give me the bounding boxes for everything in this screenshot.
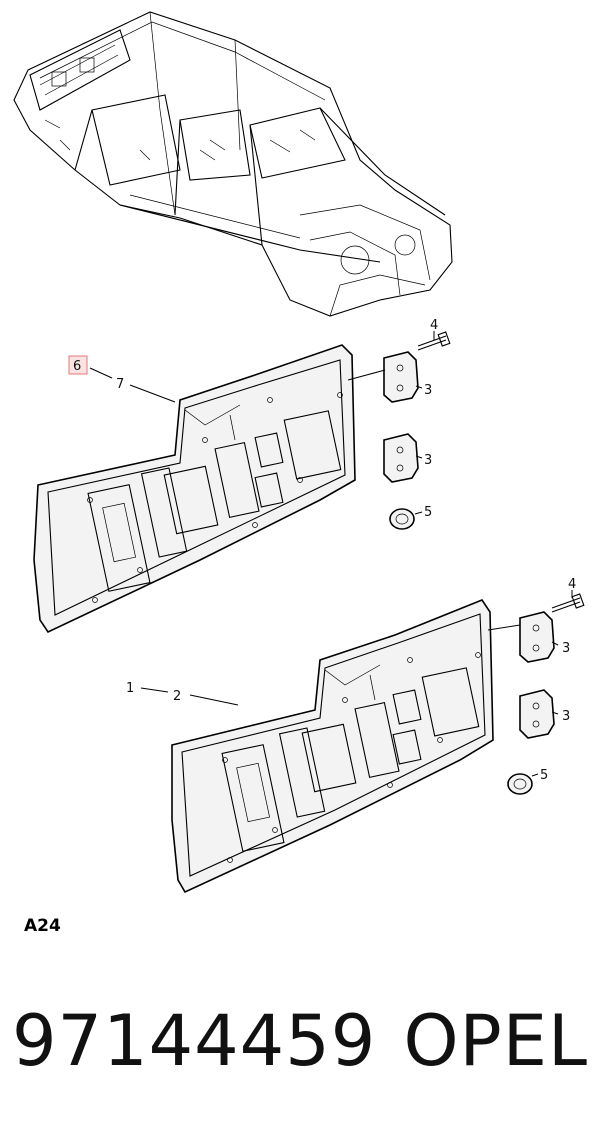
parts-diagram: 6 7 4 3 3 5 1 2 4 3 3 5 (13, 11, 585, 894)
callout-5-lower: 5 (540, 768, 548, 783)
callout-6: 6 (73, 359, 81, 374)
callout-7: 7 (116, 377, 124, 392)
leader-lines (89, 331, 573, 777)
vehicle-body-illustration (13, 11, 453, 317)
footer: 97144459 OPEL (12, 1000, 592, 1100)
lower-hinge-bolt (551, 593, 585, 613)
upper-tailgate-inner-panel (33, 344, 356, 634)
brand-name: OPEL (403, 1000, 588, 1082)
upper-hinge-bottom (383, 433, 419, 483)
lower-grommet (507, 773, 533, 795)
callout-6-highlight (68, 355, 88, 375)
callout-2: 2 (173, 689, 181, 704)
callout-5-upper: 5 (424, 505, 432, 520)
callout-1: 1 (126, 681, 134, 696)
upper-hinge-top (383, 351, 419, 403)
lower-hinge-top (519, 611, 555, 663)
upper-hinge-bolt (417, 331, 451, 351)
callout-3-lower-a: 3 (562, 641, 570, 656)
part-number: 97144459 (12, 1000, 377, 1082)
upper-grommet (389, 508, 415, 530)
lower-hinge-bottom (519, 689, 555, 739)
callout-4-lower: 4 (568, 577, 576, 592)
callout-4-upper: 4 (430, 318, 438, 333)
lower-tailgate-inner-panel (171, 599, 494, 894)
section-code: A24 (24, 916, 61, 936)
callout-3-lower-b: 3 (562, 709, 570, 724)
callout-3-upper-a: 3 (424, 383, 432, 398)
callout-3-upper-b: 3 (424, 453, 432, 468)
